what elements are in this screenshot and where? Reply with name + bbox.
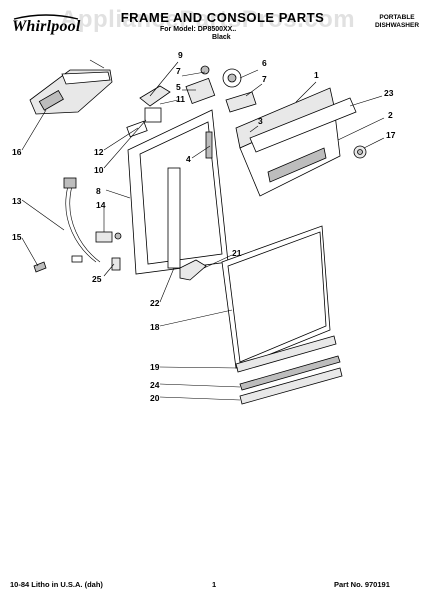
callout-17: 17	[386, 130, 396, 140]
part-19-strip	[235, 335, 337, 373]
callout-7a: 7	[176, 66, 181, 76]
brand-logo: Whirlpool	[12, 18, 81, 35]
callout-15: 15	[12, 232, 22, 242]
callout-19: 19	[150, 362, 160, 372]
part-17-knob	[353, 145, 367, 159]
part-21-clip	[179, 259, 207, 281]
part-16-bracket	[29, 59, 113, 115]
part-23-panel	[249, 97, 357, 153]
callout-9: 9	[178, 50, 183, 60]
callout-24: 24	[150, 380, 160, 390]
part-number: Part No. 970191	[334, 580, 390, 589]
model-line: For Model: DP8500XX..	[160, 26, 237, 33]
product-type-line-2: DISHWASHER	[374, 22, 420, 29]
part-25-spring	[111, 257, 121, 271]
callout-12: 12	[94, 147, 104, 157]
callout-13: 13	[12, 196, 22, 206]
whirlpool-logo-swoosh-icon	[13, 14, 79, 20]
callout-5: 5	[176, 82, 181, 92]
part-cluster-top	[126, 65, 257, 138]
callout-22: 22	[150, 298, 160, 308]
callout-20: 20	[150, 393, 160, 403]
callout-23: 23	[384, 88, 394, 98]
part-24-strip	[239, 355, 341, 391]
callout-1: 1	[314, 70, 319, 80]
product-type: PORTABLE DISHWASHER	[368, 14, 426, 30]
part-20-strip	[239, 367, 343, 405]
callout-10: 10	[94, 165, 104, 175]
callout-8: 8	[96, 186, 101, 196]
part-13-wire-harness	[63, 177, 122, 263]
callout-16: 16	[12, 147, 22, 157]
part-18-door-panel	[221, 225, 331, 369]
callout-4: 4	[186, 154, 191, 164]
watermark: AppliancePartsPros.com	[60, 6, 356, 33]
callout-11: 11	[176, 94, 185, 104]
part-15-screw	[33, 261, 47, 273]
callout-14: 14	[96, 200, 106, 210]
page-title: FRAME AND CONSOLE PARTS	[120, 10, 325, 25]
callout-18: 18	[150, 322, 160, 332]
page-number: 1	[212, 580, 217, 589]
callout-25: 25	[92, 274, 102, 284]
callout-21: 21	[232, 248, 242, 258]
callout-3: 3	[258, 116, 263, 126]
color-line: Black	[212, 34, 231, 41]
callout-6: 6	[262, 58, 267, 68]
litho-footer: 10-84 Litho in U.S.A. (dah)	[10, 580, 103, 589]
leader-lines	[21, 61, 385, 401]
part-22-trim-strip	[167, 167, 181, 269]
callout-7b: 7	[262, 74, 267, 84]
callout-2: 2	[388, 110, 393, 120]
product-type-line-1: PORTABLE	[379, 14, 415, 21]
